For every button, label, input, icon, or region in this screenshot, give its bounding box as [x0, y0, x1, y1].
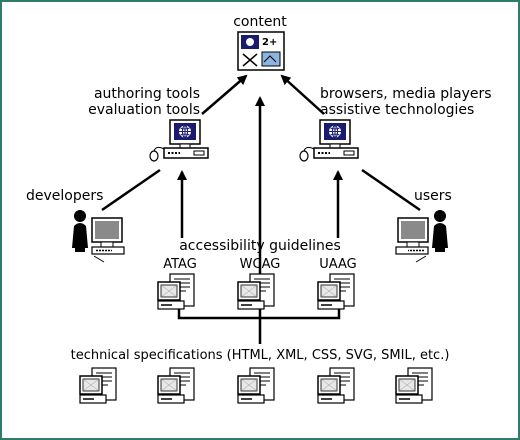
wcag-document-icon — [237, 273, 275, 310]
content-collage-icon: 2+ — [237, 31, 285, 71]
wcag-label: WCAG — [240, 257, 281, 272]
techspec-document-icon — [317, 367, 355, 404]
assistive-technologies-label: assistive technologies — [320, 102, 474, 118]
authoring-to-content-arrow — [201, 74, 248, 115]
content-label: content — [233, 14, 287, 30]
uaag-label: UAAG — [319, 257, 357, 272]
techspec-document-icon — [237, 367, 275, 404]
users-to-browsers-line — [361, 168, 421, 212]
browser-computer-icon — [299, 119, 359, 162]
accessibility-guidelines-label: accessibility guidelines — [179, 238, 341, 254]
developer-person-icon — [71, 209, 125, 263]
atag-document-icon — [157, 273, 195, 310]
uaag-document-icon — [317, 273, 355, 310]
browsers-label: browsers, media players — [320, 86, 492, 102]
atag-label: ATAG — [163, 257, 197, 272]
techspec-document-icon — [395, 367, 433, 404]
evaluation-tools-label: evaluation tools — [88, 102, 200, 118]
user-person-icon — [395, 209, 449, 263]
developers-to-authoring-line — [101, 168, 161, 212]
browsers-to-content-arrow — [280, 74, 325, 115]
technical-specifications-label: technical specifications (HTML, XML, CSS… — [71, 348, 450, 363]
authoring-computer-icon — [149, 119, 209, 162]
guidelines-bracket — [177, 308, 341, 320]
developers-label: developers — [26, 188, 103, 204]
svg-text:2+: 2+ — [262, 37, 277, 48]
authoring-tools-label: authoring tools — [94, 86, 200, 102]
techspec-document-icon — [79, 367, 117, 404]
techspec-document-icon — [157, 367, 195, 404]
users-label: users — [414, 188, 452, 204]
